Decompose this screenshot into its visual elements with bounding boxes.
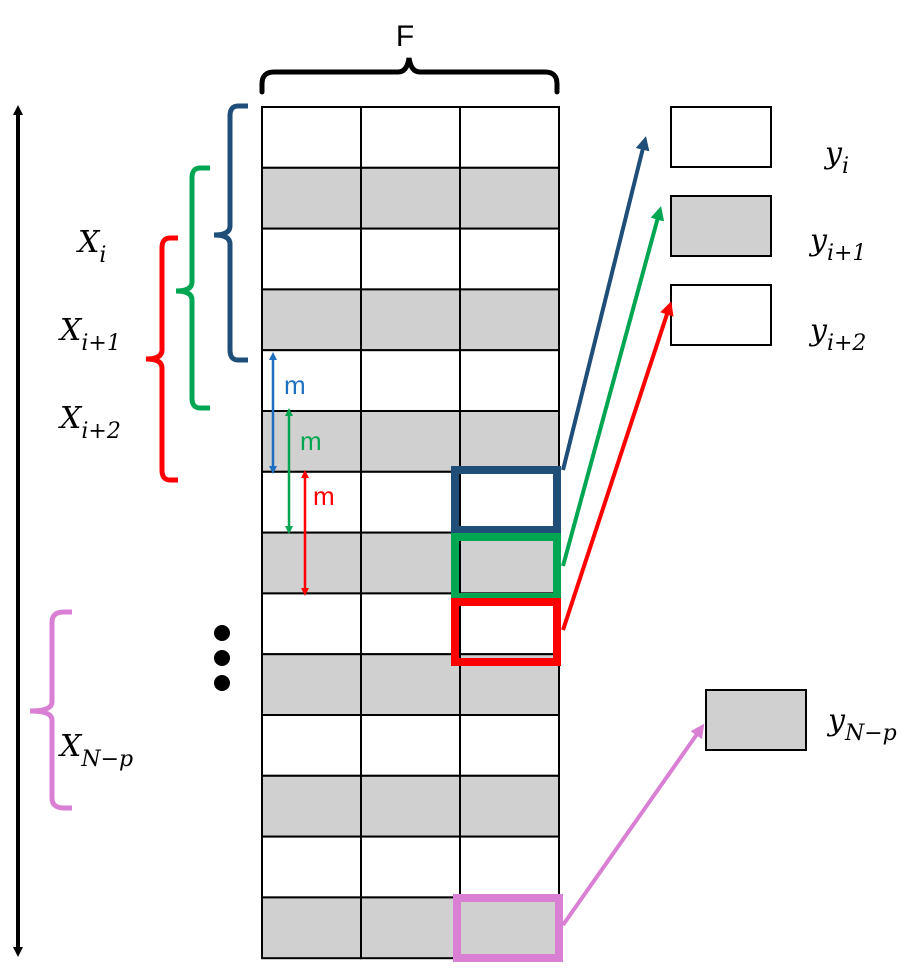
matrix-cell	[360, 653, 461, 717]
matrix-cell	[360, 592, 461, 656]
matrix-cell	[459, 896, 560, 960]
matrix-cell	[261, 774, 362, 838]
window-label-n-p: XN−p	[58, 729, 133, 772]
target-cell-i1	[451, 533, 561, 601]
map-arrow-i1	[561, 206, 665, 567]
matrix-cell	[261, 896, 362, 960]
matrix-cell	[261, 714, 362, 777]
matrix-cell	[261, 349, 362, 413]
matrix-cell	[360, 714, 461, 777]
matrix-cell	[360, 774, 461, 838]
matrix-cell	[459, 714, 560, 777]
output-box-i2	[670, 284, 772, 346]
target-label-i2: yi+2	[808, 313, 866, 356]
window-brace-i1	[175, 165, 210, 411]
matrix-cell	[261, 227, 362, 291]
output-box-i	[670, 106, 772, 168]
window-brace-i2	[145, 235, 178, 483]
window-brace-i	[213, 103, 248, 363]
feature-label: F	[396, 20, 414, 53]
matrix-cell	[360, 349, 461, 413]
feature-brace	[259, 57, 560, 95]
map-arrow-i	[561, 136, 650, 471]
matrix-cell	[360, 410, 461, 473]
matrix-cell	[360, 531, 461, 595]
target-label-n-p: yN−p	[826, 703, 897, 746]
matrix-cell	[261, 166, 362, 230]
matrix-cell	[459, 470, 560, 534]
matrix-cell	[261, 835, 362, 899]
map-arrow-i2	[561, 301, 674, 631]
target-label-i: yi	[823, 136, 849, 179]
window-label-i1: Xi+1	[58, 313, 121, 356]
matrix-cell	[459, 106, 560, 169]
matrix-cell	[459, 227, 560, 291]
gap-label-red: m	[313, 481, 335, 511]
matrix-cell	[459, 349, 560, 413]
matrix-cell	[360, 166, 461, 230]
matrix-cell	[360, 470, 461, 534]
matrix-cell	[459, 531, 560, 595]
matrix-cell	[360, 106, 461, 169]
window-brace-n-p	[29, 609, 72, 811]
gap-label-blue: m	[284, 370, 306, 400]
target-cell-i2	[451, 598, 561, 666]
output-box-n-p	[705, 689, 807, 751]
matrix-cell	[360, 227, 461, 291]
matrix-cell	[261, 592, 362, 656]
window-label-i2: Xi+2	[58, 401, 121, 444]
matrix-cell	[261, 106, 362, 169]
gap-label-green: m	[300, 426, 322, 456]
matrix-cell	[261, 288, 362, 352]
target-cell-n-p	[453, 894, 563, 962]
window-label-i: Xi	[76, 225, 106, 268]
output-box-i1	[670, 195, 772, 257]
matrix-cell	[360, 288, 461, 352]
ellipsis-dots	[214, 625, 230, 691]
matrix-cell	[459, 166, 560, 230]
target-cell-i	[451, 466, 561, 534]
matrix-cell	[459, 774, 560, 838]
matrix-cell	[459, 835, 560, 899]
matrix-cell	[360, 896, 461, 960]
matrix-cell	[261, 470, 362, 534]
map-arrow-n-p	[561, 723, 705, 927]
matrix-cell	[261, 653, 362, 717]
matrix-cell	[360, 835, 461, 899]
matrix-cell	[261, 531, 362, 595]
target-label-i1: yi+1	[808, 223, 866, 266]
matrix-cell	[459, 410, 560, 473]
matrix-cell	[459, 288, 560, 352]
